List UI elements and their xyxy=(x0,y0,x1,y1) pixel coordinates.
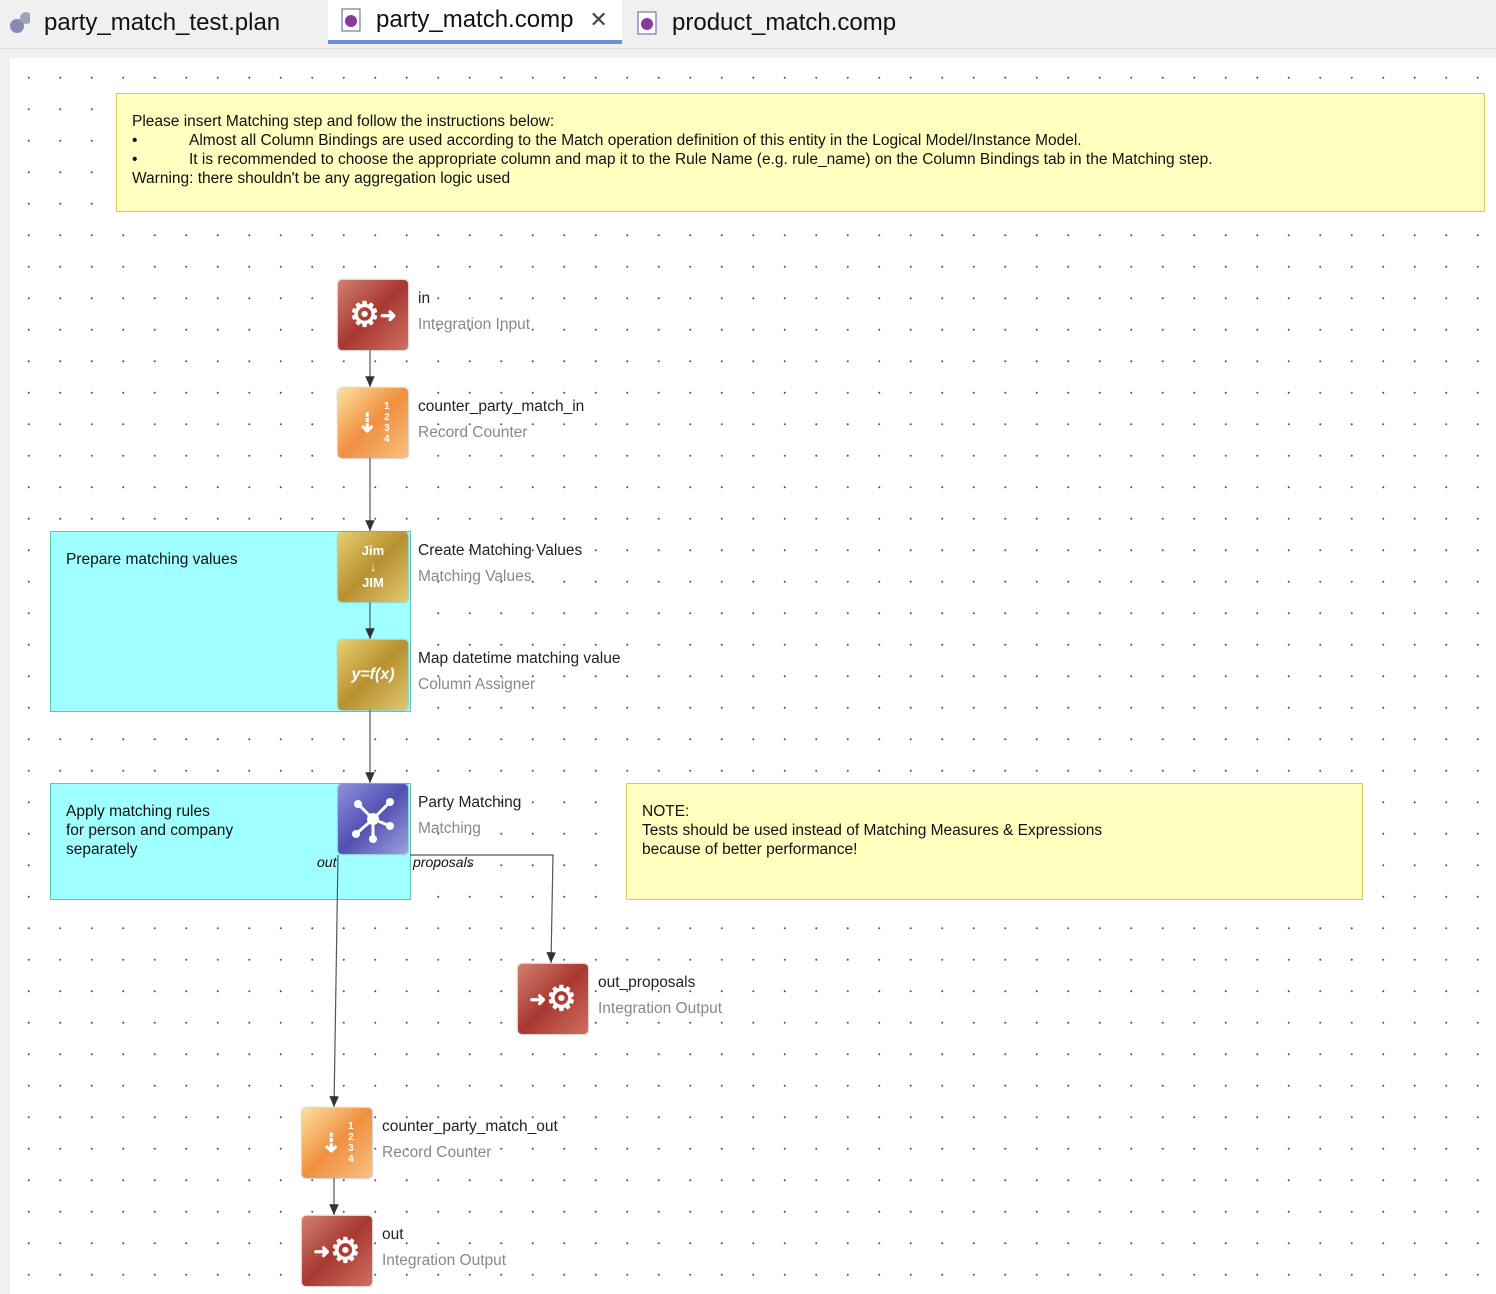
close-icon[interactable]: ✕ xyxy=(589,7,608,32)
matching-values-icon[interactable]: Jim↓JIM xyxy=(338,532,408,602)
group-label: separately xyxy=(66,841,138,858)
tab-party-match-test-plan[interactable]: party_match_test.plan xyxy=(8,0,318,46)
note-line: Please insert Matching step and follow t… xyxy=(132,113,555,130)
column-assigner-icon[interactable]: y=f(x) xyxy=(338,640,408,710)
integration-output-icon[interactable]: ➜⚙ xyxy=(518,964,588,1034)
matching-icon[interactable] xyxy=(338,784,408,854)
tab-product-match-comp[interactable]: product_match.comp xyxy=(636,0,896,46)
note-line: because of better performance! xyxy=(642,841,858,858)
performance-note[interactable]: NOTE: Tests should be used instead of Ma… xyxy=(626,783,1363,900)
group-label: for person and company xyxy=(66,822,234,839)
group-label: Prepare matching values xyxy=(66,551,238,568)
component-file-icon xyxy=(636,10,658,36)
instructions-note[interactable]: Please insert Matching step and follow t… xyxy=(116,93,1485,212)
gears-icon xyxy=(8,10,30,36)
connection-proposals xyxy=(410,854,556,964)
port-out-label: out xyxy=(317,854,337,870)
component-file-icon xyxy=(340,7,362,33)
tab-label: party_match_test.plan xyxy=(44,9,281,36)
note-bullet-line: •It is recommended to choose the appropr… xyxy=(132,151,1213,168)
editor-tabs: party_match_test.plan party_match.comp ✕… xyxy=(0,0,1496,49)
connection-out xyxy=(329,854,339,1108)
tab-label: party_match.comp xyxy=(376,6,574,33)
note-line: NOTE: xyxy=(642,803,690,820)
integration-input-icon[interactable]: ⚙➜ xyxy=(338,280,408,350)
tab-label: product_match.comp xyxy=(672,9,897,36)
group-label: Apply matching rules xyxy=(66,803,210,820)
note-bullet-line: •Almost all Column Bindings are used acc… xyxy=(132,132,1082,149)
tab-party-match-comp[interactable]: party_match.comp ✕ xyxy=(328,0,622,44)
integration-output-icon[interactable]: ➜⚙ xyxy=(302,1216,372,1286)
note-line: Tests should be used instead of Matching… xyxy=(642,822,1103,839)
port-proposals-label: proposals xyxy=(413,854,474,870)
note-line: Warning: there shouldn't be any aggregat… xyxy=(132,170,511,187)
